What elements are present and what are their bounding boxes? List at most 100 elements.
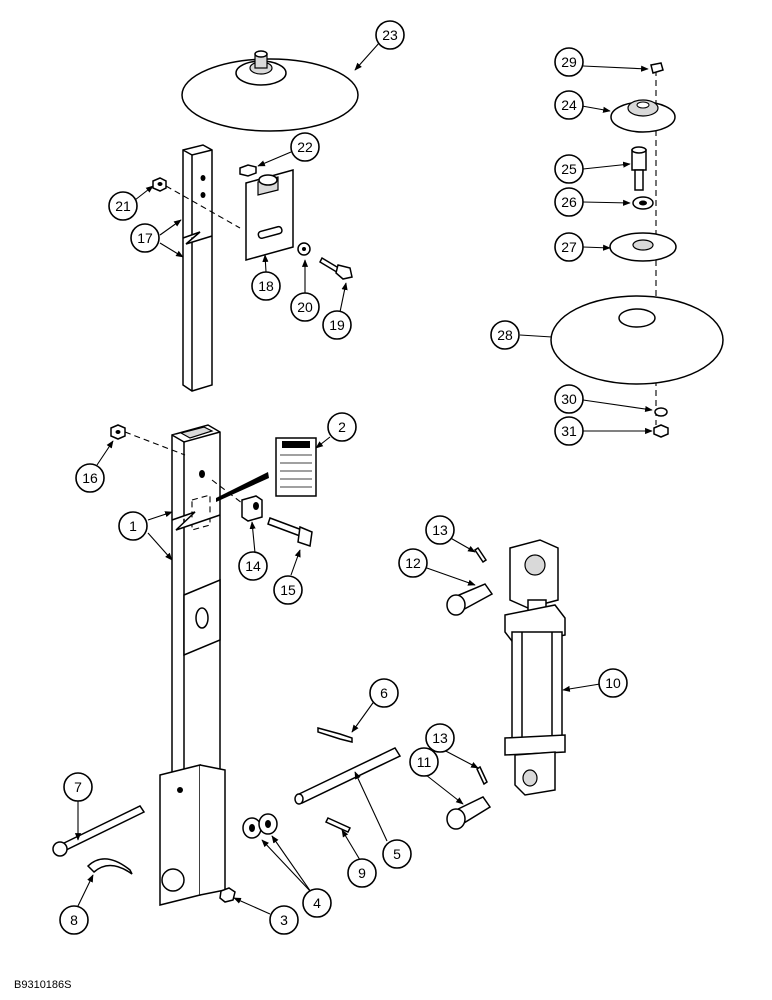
callout-13b: 13 (425, 723, 455, 753)
callout-4: 4 (302, 888, 332, 918)
spindle (631, 146, 647, 191)
svg-text:30: 30 (561, 391, 577, 407)
callout-31: 31 (554, 416, 584, 446)
svg-text:18: 18 (258, 278, 274, 294)
upper-shank-tube (182, 144, 213, 392)
callout-6: 6 (369, 678, 399, 708)
nut-16 (110, 424, 126, 440)
disc-blade-right (550, 295, 724, 385)
assembly-line-bolt (211, 479, 243, 504)
washer-20 (297, 242, 311, 256)
callout-12: 12 (398, 548, 428, 578)
hairpin-8 (86, 858, 133, 875)
spacer-14 (241, 495, 263, 522)
callout-15: 15 (273, 575, 303, 605)
svg-text:10: 10 (605, 675, 621, 691)
callout-11: 11 (409, 747, 439, 777)
disc-blade-top (181, 50, 359, 132)
svg-text:28: 28 (497, 327, 513, 343)
callout-28: 28 (490, 320, 520, 350)
callout-23: 23 (375, 20, 405, 50)
warning-decal (275, 437, 317, 497)
callout-27: 27 (554, 232, 584, 262)
svg-text:3: 3 (280, 912, 288, 928)
nut-21 (152, 177, 167, 192)
svg-text:19: 19 (329, 317, 345, 333)
callout-25: 25 (554, 154, 584, 184)
hub-flange (609, 232, 677, 262)
clip-13-lower (476, 765, 488, 786)
callout-14: 14 (238, 551, 268, 581)
main-shank (159, 424, 226, 906)
svg-text:13: 13 (432, 522, 448, 538)
svg-text:9: 9 (358, 865, 366, 881)
decal-hatch (216, 472, 269, 502)
mount-bracket (245, 169, 294, 261)
svg-text:23: 23 (382, 27, 398, 43)
callout-10: 10 (598, 668, 628, 698)
pin-12 (446, 583, 494, 616)
bolt-19 (319, 256, 353, 280)
bolt-15 (267, 517, 313, 547)
callout-21: 21 (108, 191, 138, 221)
callout-16: 16 (75, 463, 105, 493)
svg-text:2: 2 (338, 419, 346, 435)
svg-text:13: 13 (432, 730, 448, 746)
washer-30 (654, 407, 668, 417)
assembly-line-upper (165, 185, 241, 229)
pin-6 (317, 727, 353, 743)
callout-24: 24 (554, 90, 584, 120)
callout-30: 30 (554, 384, 584, 414)
callout-19: 19 (322, 310, 352, 340)
svg-text:26: 26 (561, 194, 577, 210)
callout-26: 26 (554, 187, 584, 217)
bolt-22 (239, 164, 257, 177)
svg-text:11: 11 (417, 754, 432, 770)
callout-5: 5 (382, 839, 412, 869)
svg-text:27: 27 (561, 239, 577, 255)
svg-text:25: 25 (561, 161, 577, 177)
svg-text:15: 15 (280, 582, 296, 598)
svg-text:20: 20 (297, 299, 313, 315)
callout-17: 17 (130, 223, 160, 253)
pin-11 (446, 796, 492, 830)
pin-7 (52, 805, 146, 857)
svg-text:29: 29 (561, 54, 577, 70)
clip-9 (324, 817, 352, 833)
svg-text:4: 4 (313, 895, 321, 911)
hub-cap (610, 99, 676, 133)
svg-text:12: 12 (405, 555, 421, 571)
svg-text:21: 21 (115, 198, 131, 214)
svg-text:7: 7 (74, 779, 82, 795)
rod-5 (294, 747, 402, 805)
figure-reference-code: B9310186S (14, 979, 72, 991)
svg-text:16: 16 (82, 470, 98, 486)
svg-text:8: 8 (70, 912, 78, 928)
callout-22: 22 (290, 132, 320, 162)
washers-4 (242, 813, 278, 839)
svg-text:1: 1 (129, 518, 137, 534)
callout-7: 7 (63, 772, 93, 802)
nut-31 (653, 424, 669, 438)
svg-text:24: 24 (561, 97, 577, 113)
callout-2: 2 (327, 412, 357, 442)
assembly-line-lower (124, 431, 186, 456)
callout-18: 18 (251, 271, 281, 301)
callout-20: 20 (290, 292, 320, 322)
bolt-29 (650, 62, 664, 74)
callout-8: 8 (59, 905, 89, 935)
svg-text:17: 17 (137, 230, 153, 246)
callout-13a: 13 (425, 515, 455, 545)
grease-fitting (219, 887, 236, 903)
hydraulic-cylinder (504, 539, 566, 796)
svg-text:22: 22 (297, 139, 313, 155)
callout-3: 3 (269, 905, 299, 935)
callout-29: 29 (554, 47, 584, 77)
svg-text:6: 6 (380, 685, 388, 701)
bearing (632, 196, 654, 210)
svg-text:5: 5 (393, 846, 401, 862)
svg-text:31: 31 (561, 423, 577, 439)
callout-9: 9 (347, 858, 377, 888)
clip-13-upper (473, 546, 488, 564)
